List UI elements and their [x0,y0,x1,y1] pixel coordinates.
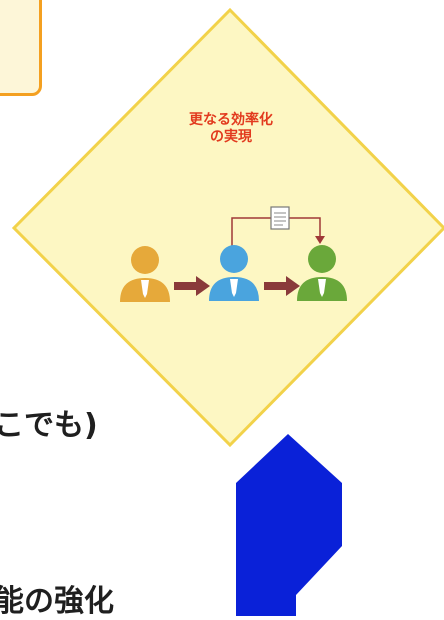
document-icon [270,206,290,230]
diamond-title: 更なる効率化 の実現 [155,112,307,146]
diamond-shape [11,7,444,448]
diamond-title-line2: の実現 [210,129,252,145]
cut-text-line-2: 能の強化 [0,584,114,619]
cut-text-line-1: こでも) [0,408,98,443]
person-orange-icon [120,246,170,302]
highlight-box [0,0,42,96]
big-down-arrow [236,434,342,616]
arrow-right-icon [264,276,300,296]
person-blue-icon [209,245,259,301]
arrow-right-icon [174,276,210,296]
document-flow [231,206,325,248]
diamond-title-line1: 更なる効率化 [189,112,273,128]
person-green-icon [297,245,347,301]
